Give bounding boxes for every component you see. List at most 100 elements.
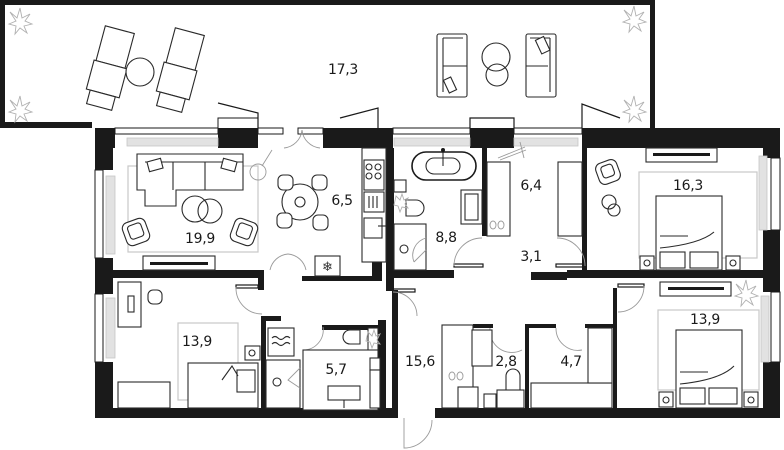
armchair-icon — [595, 159, 621, 185]
tv-console-icon — [142, 255, 216, 271]
bathroom-fixtures — [393, 148, 483, 271]
desk-icon — [117, 281, 142, 328]
bathtub-icon — [411, 148, 477, 181]
wardrobe-icon — [587, 327, 613, 384]
cabinet — [496, 389, 525, 409]
right-bedroom-furniture — [657, 279, 760, 409]
plant-icon — [621, 5, 648, 34]
room-area-wc: 2,8 — [495, 354, 517, 370]
outdoor-sofa-icon — [525, 33, 557, 98]
chair-icon — [276, 212, 293, 229]
nightstand-icon — [658, 391, 674, 408]
kitchen-furniture: ❄ — [276, 147, 387, 277]
toilet-icon — [505, 368, 521, 391]
window — [392, 127, 471, 135]
chair-icon — [311, 174, 328, 191]
hob-icon — [363, 159, 385, 191]
armchair-icon — [121, 217, 151, 247]
room-area-dressing: 6,4 — [520, 178, 542, 194]
plant-icon — [621, 95, 648, 124]
washing-machine-icon — [267, 327, 295, 357]
room-area-corridor: 15,6 — [405, 354, 435, 370]
exterior-walls — [94, 102, 781, 418]
sofa-icon — [136, 153, 244, 207]
coffee-table-icon — [181, 195, 209, 223]
round-table-icon — [485, 63, 509, 87]
chair-icon — [277, 174, 294, 191]
window — [297, 127, 324, 135]
nightstand-icon — [743, 391, 759, 408]
room-area-terrace: 17,3 — [328, 62, 358, 78]
window — [257, 127, 284, 135]
side-table-icon — [601, 194, 617, 210]
master-bedroom-furniture — [595, 147, 758, 271]
plant-icon — [365, 328, 382, 350]
living-room-furniture — [121, 149, 273, 271]
chair-icon — [312, 214, 329, 231]
coffee-table-icon — [197, 198, 223, 224]
window — [770, 291, 781, 363]
nightstand-icon — [244, 345, 261, 361]
sink-icon — [363, 217, 386, 239]
sink-icon — [460, 189, 483, 225]
wardrobe-icon — [557, 161, 583, 237]
bed-icon — [675, 329, 743, 409]
corridor-furniture — [441, 324, 613, 409]
svg-text:❄: ❄ — [322, 259, 333, 274]
room-area-bedroom-left: 13,9 — [182, 334, 212, 350]
left-bedroom-furniture — [117, 281, 261, 409]
slippers-icon — [448, 371, 464, 381]
door-swings — [235, 129, 645, 449]
window — [513, 127, 583, 135]
nightstand-icon — [725, 255, 741, 271]
interior-walls — [95, 148, 767, 418]
room-area-storage: 4,7 — [560, 354, 582, 370]
room-area-hall-small: 3,1 — [520, 249, 542, 265]
toilet-icon — [393, 179, 425, 217]
dressing-furniture — [486, 141, 583, 237]
plant-icon — [7, 7, 34, 36]
nightstand-icon — [639, 255, 655, 271]
outdoor-sofa-icon — [436, 33, 468, 98]
small-bathroom-fixtures — [265, 327, 382, 411]
window — [94, 169, 104, 259]
chair-icon — [147, 289, 163, 305]
sink-icon — [471, 329, 493, 367]
room-area-kitchen: 6,5 — [331, 193, 353, 209]
bed-icon — [187, 362, 259, 409]
tv-console-icon — [645, 147, 718, 163]
shower-icon — [265, 359, 301, 409]
terrace — [0, 0, 655, 128]
floor-lamp-icon — [249, 149, 273, 181]
plant-icon — [733, 279, 760, 308]
room-area-bathroom-main: 8,8 — [435, 230, 457, 246]
cabinet — [483, 393, 497, 409]
side-table-icon — [607, 203, 621, 217]
room-area-living: 19,9 — [185, 231, 215, 247]
room-area-bedroom-master: 16,3 — [673, 178, 703, 194]
sink-icon — [302, 349, 379, 411]
cabinet — [457, 386, 479, 409]
shower-icon — [393, 223, 427, 271]
ironing-icon — [497, 141, 527, 161]
radiators — [105, 137, 770, 363]
bed-icon — [655, 195, 723, 271]
plant-icon — [393, 192, 410, 214]
slippers-icon — [489, 220, 505, 230]
window — [770, 157, 781, 231]
side-table-icon — [125, 57, 155, 87]
kitchen-counter — [361, 147, 387, 263]
oven-icon — [363, 191, 385, 213]
dining-table-icon — [281, 183, 319, 221]
round-table-icon — [481, 42, 511, 72]
sun-lounger-icon — [155, 27, 205, 114]
sun-lounger-icon — [85, 25, 135, 112]
room-area-bedroom-right: 13,9 — [690, 312, 720, 328]
window — [94, 293, 104, 363]
wardrobe-icon — [486, 161, 511, 237]
plant-icon — [7, 95, 34, 124]
tv-console-icon — [659, 281, 732, 297]
cabinet — [369, 369, 381, 409]
window — [114, 127, 219, 135]
